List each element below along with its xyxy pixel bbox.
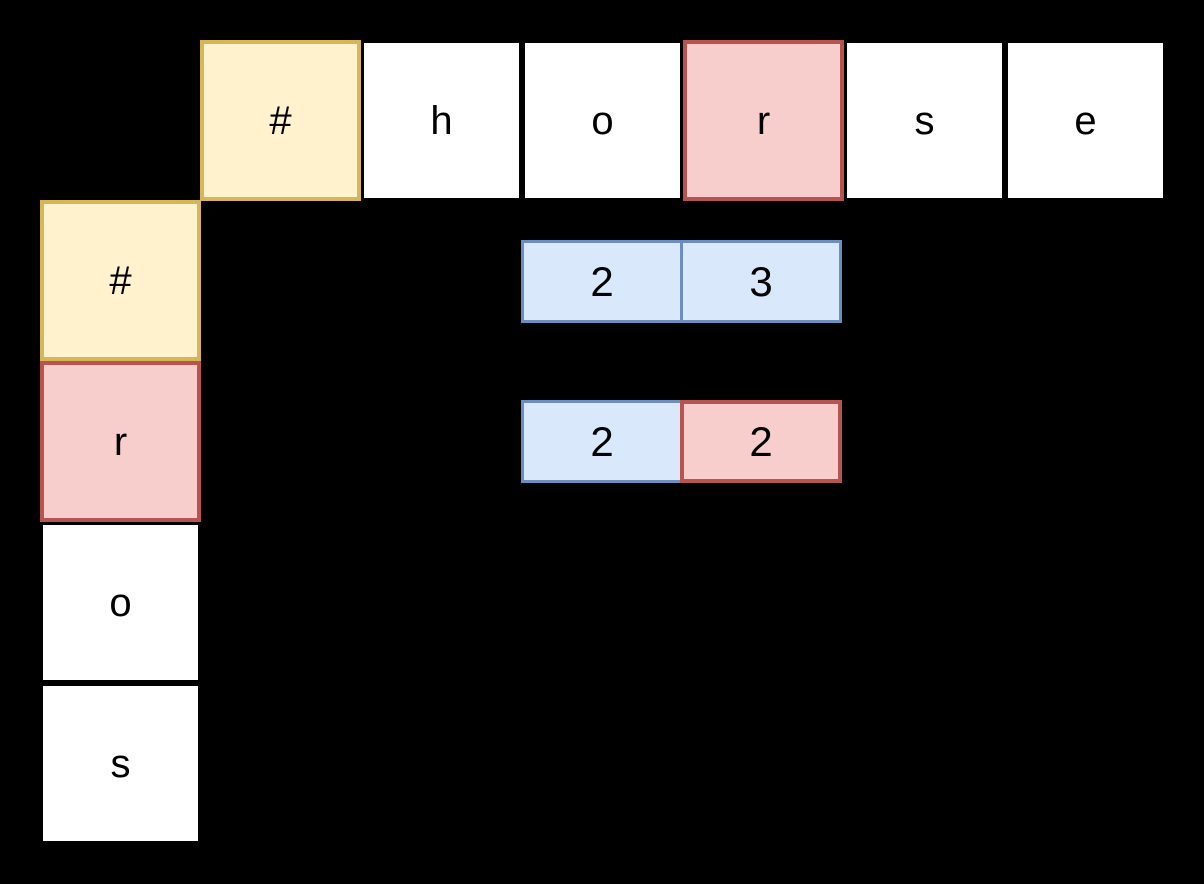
left-cell-r: r <box>40 361 201 522</box>
top-cell-e: e <box>1005 40 1166 201</box>
top-header-row: # h o r s e <box>200 40 1166 201</box>
top-cell-h: h <box>361 40 522 201</box>
top-cell-o: o <box>522 40 683 201</box>
dp-value-row-2: 2 2 <box>521 400 842 483</box>
dp-value-box-highlighted: 2 <box>680 400 842 483</box>
top-cell-s: s <box>844 40 1005 201</box>
dp-value-box: 2 <box>521 240 683 323</box>
left-cell-s: s <box>40 683 201 844</box>
top-cell-hash: # <box>200 40 361 201</box>
dp-value-box: 2 <box>521 400 683 483</box>
left-cell-o: o <box>40 522 201 683</box>
top-cell-r: r <box>683 40 844 201</box>
dp-value-box: 3 <box>680 240 842 323</box>
left-header-column: # r o s <box>40 200 201 844</box>
dp-value-row-1: 2 3 <box>521 240 842 323</box>
left-cell-hash: # <box>40 200 201 361</box>
